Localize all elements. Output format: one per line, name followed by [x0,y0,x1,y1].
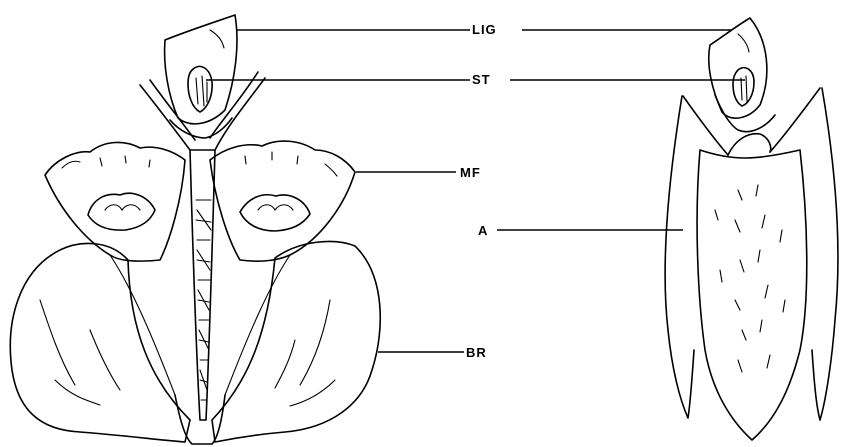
label-st: ST [472,72,491,87]
stigma-left [188,66,212,112]
ligule-left [165,15,237,124]
male-flowers [45,141,355,395]
label-mf: MF [460,165,481,180]
label-br: BR [466,345,487,360]
axis-body [697,150,807,440]
central-axis [175,150,225,444]
upper-head [140,15,265,150]
right-specimen [665,18,838,440]
stigma-right [733,68,754,106]
label-lig: LIG [472,22,497,37]
labels: LIG ST MF A BR [460,22,497,360]
bracts [10,242,380,442]
label-a: A [478,223,488,238]
